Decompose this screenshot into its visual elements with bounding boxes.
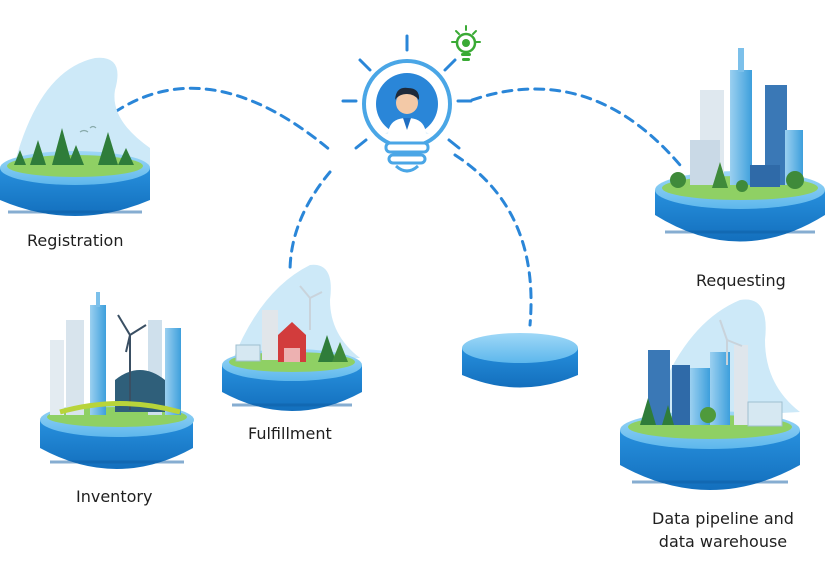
trees — [640, 398, 716, 425]
trees — [14, 128, 134, 165]
node-data-pipeline — [620, 299, 800, 490]
wind-turbine-icon — [117, 314, 147, 410]
node-empty — [462, 333, 578, 388]
connector-registration — [113, 86, 332, 152]
connector-empty — [453, 153, 533, 327]
green-lightbulb-icon — [451, 25, 481, 61]
node-requesting — [655, 48, 825, 242]
wind-turbine-icon — [719, 319, 743, 365]
connectors — [113, 86, 682, 327]
city-buildings — [690, 48, 803, 187]
label-data-pipeline-line1: Data pipeline and — [652, 509, 794, 528]
node-fulfillment — [222, 264, 362, 411]
city-buildings — [648, 345, 783, 427]
node-registration — [0, 57, 150, 216]
connector-fulfillment — [288, 170, 332, 274]
label-requesting: Requesting — [696, 271, 786, 290]
connector-requesting — [470, 87, 682, 167]
trees — [670, 162, 804, 192]
label-data-pipeline-line2: data warehouse — [658, 532, 788, 551]
node-inventory — [40, 292, 194, 469]
label-registration: Registration — [27, 231, 124, 250]
label-inventory: Inventory — [76, 487, 153, 506]
wind-turbine-icon — [299, 285, 323, 330]
farm-scene — [235, 310, 348, 362]
sky-backdrop — [15, 57, 150, 171]
lightbulb-person-icon — [341, 34, 473, 173]
label-data-pipeline: Data pipeline and data warehouse — [652, 507, 794, 553]
city-buildings — [50, 292, 181, 415]
label-fulfillment: Fulfillment — [248, 424, 332, 443]
